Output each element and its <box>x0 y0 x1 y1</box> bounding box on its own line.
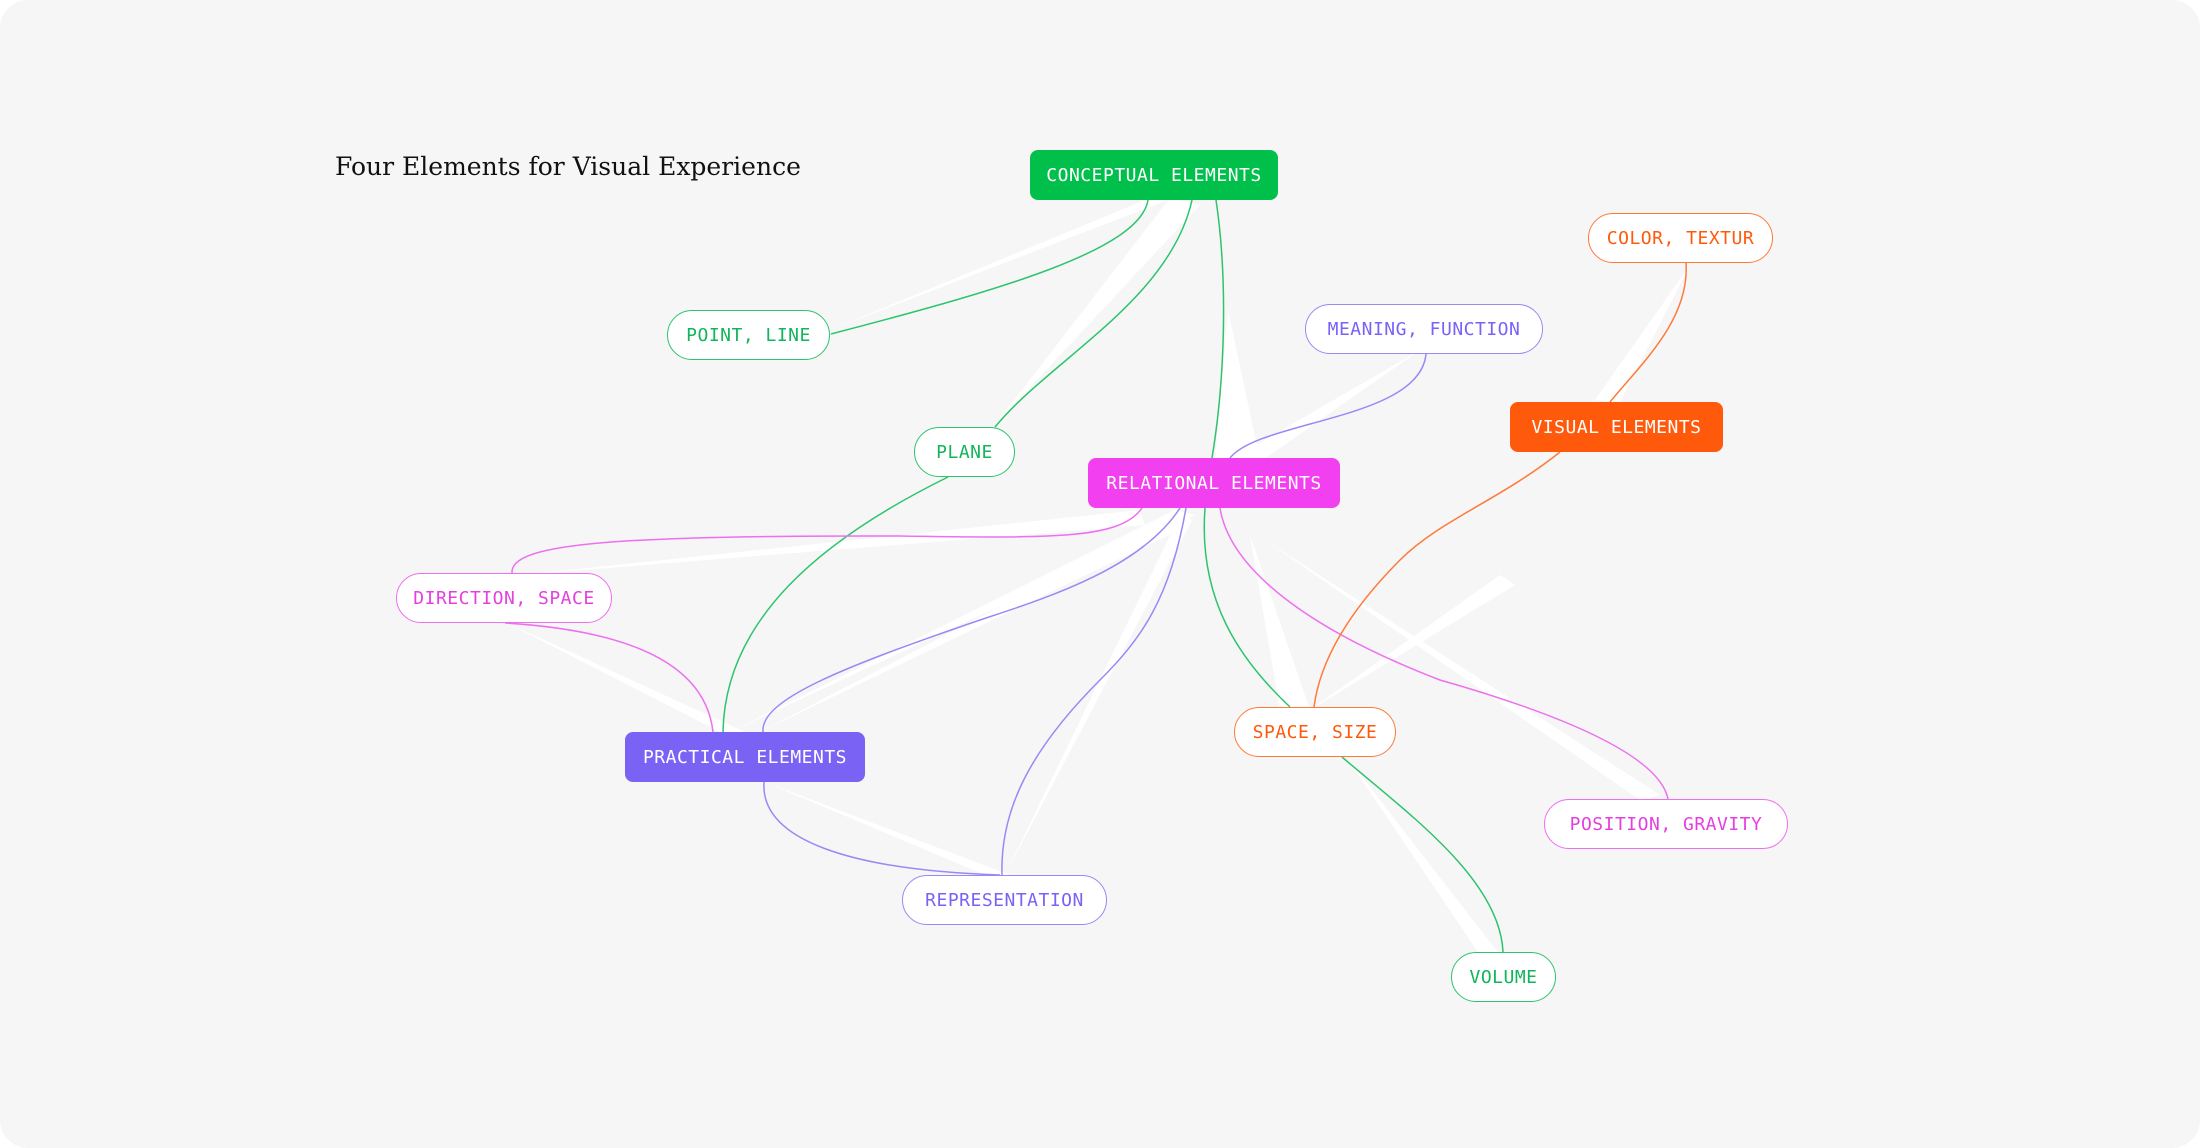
edge-conceptual-plane <box>994 199 1193 428</box>
node-plane[interactable]: PLANE <box>914 427 1015 477</box>
ribbon <box>1250 535 1310 710</box>
ribbon <box>1595 265 1690 402</box>
ribbon <box>1345 755 1500 955</box>
ribbon <box>1310 575 1515 710</box>
node-conceptual-elements[interactable]: CONCEPTUAL ELEMENTS <box>1030 150 1278 200</box>
ribbon <box>520 510 1145 575</box>
ribbon <box>995 198 1200 425</box>
edge-relational-practical <box>762 507 1181 733</box>
node-position-gravity[interactable]: POSITION, GRAVITY <box>1544 799 1788 849</box>
edge-conceptual-relational <box>1211 199 1225 459</box>
edge-visual-space <box>1313 451 1561 708</box>
edge-meaning-relational <box>1229 353 1427 459</box>
node-practical-elements[interactable]: PRACTICAL ELEMENTS <box>625 732 865 782</box>
node-volume[interactable]: VOLUME <box>1451 952 1556 1002</box>
node-representation[interactable]: REPRESENTATION <box>902 875 1107 925</box>
ribbon <box>1265 540 1660 800</box>
ribbon <box>1230 350 1420 462</box>
edge-plane-practical <box>722 476 949 733</box>
edge-relational-direction <box>511 507 1143 574</box>
ribbon <box>1005 515 1192 875</box>
node-color-texture[interactable]: COLOR, TEXTUR <box>1588 213 1773 263</box>
node-direction-space[interactable]: DIRECTION, SPACE <box>396 573 612 623</box>
node-space-size[interactable]: SPACE, SIZE <box>1234 707 1396 757</box>
ribbons <box>505 198 1690 955</box>
edge-relational-space <box>1203 507 1291 708</box>
edge-lines <box>504 199 1687 953</box>
edge-conceptual-point <box>830 199 1149 335</box>
node-visual-elements[interactable]: VISUAL ELEMENTS <box>1510 402 1723 452</box>
ribbon <box>1215 310 1260 460</box>
edge-practical-representation <box>763 781 1001 876</box>
ribbon <box>505 622 745 732</box>
edge-color-visual <box>1609 262 1687 403</box>
edge-relational-representation <box>1001 507 1187 876</box>
edge-space-volume <box>1341 756 1504 953</box>
edge-relational-position <box>1219 507 1669 800</box>
ribbon <box>765 782 1010 875</box>
node-meaning-function[interactable]: MEANING, FUNCTION <box>1305 304 1543 354</box>
edge-direction-practical <box>504 622 714 733</box>
ribbon <box>830 198 1168 330</box>
node-relational-elements[interactable]: RELATIONAL ELEMENTS <box>1088 458 1340 508</box>
diagram-title: Four Elements for Visual Experience <box>335 152 801 181</box>
node-point-line[interactable]: POINT, LINE <box>667 310 830 360</box>
ribbon <box>760 515 1190 732</box>
